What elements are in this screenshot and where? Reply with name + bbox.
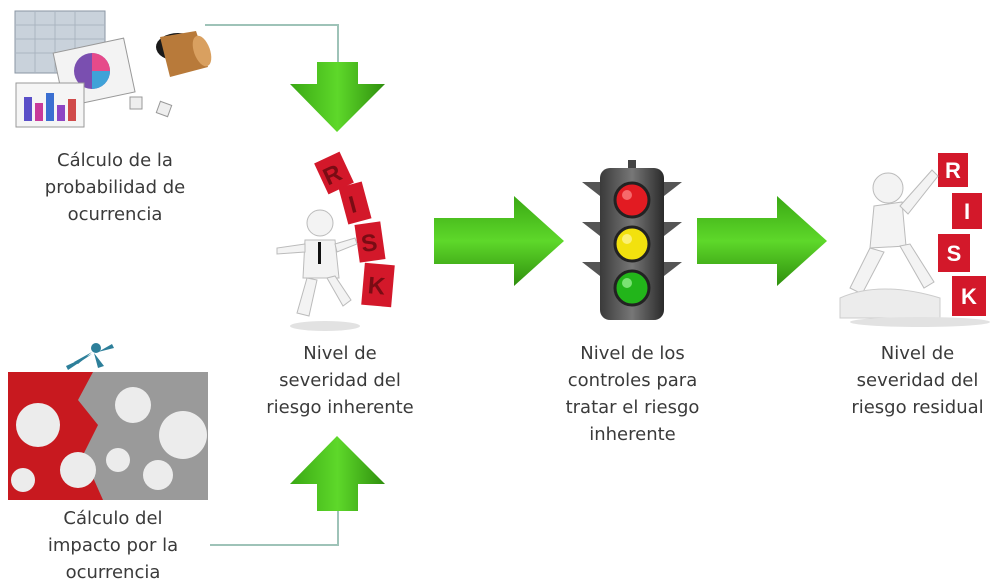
- traffic-light-icon: [582, 160, 682, 320]
- right-arrow-icon-2: [697, 196, 827, 286]
- inherent-risk-illustration: R I S K: [265, 148, 415, 333]
- impact-label: Cálculo del impacto por la ocurrencia: [47, 508, 179, 583]
- risk-letter-s: S: [359, 229, 379, 258]
- probability-label: Cálculo de la probabilidad de ocurrencia: [44, 150, 186, 225]
- stack-letter-s: S: [947, 241, 962, 266]
- right-arrow-icon: [434, 196, 564, 286]
- stack-letter-k: K: [961, 284, 977, 309]
- probability-illustration: [10, 5, 212, 130]
- impact-illustration: [8, 340, 208, 500]
- down-arrow-icon: [290, 62, 385, 132]
- risk-letter-k: K: [367, 272, 387, 300]
- residual-risk-label: Nivel de severidad del riesgo residual: [851, 343, 984, 418]
- up-arrow-icon: [290, 436, 385, 511]
- residual-risk-illustration: R I S K: [839, 148, 1000, 328]
- inherent-risk-label: Nivel de severidad del riesgo inherente: [266, 343, 414, 418]
- stack-letter-i: I: [964, 199, 970, 224]
- controls-label: Nivel de los controles para tratar el ri…: [565, 343, 700, 445]
- stack-letter-r: R: [945, 158, 961, 183]
